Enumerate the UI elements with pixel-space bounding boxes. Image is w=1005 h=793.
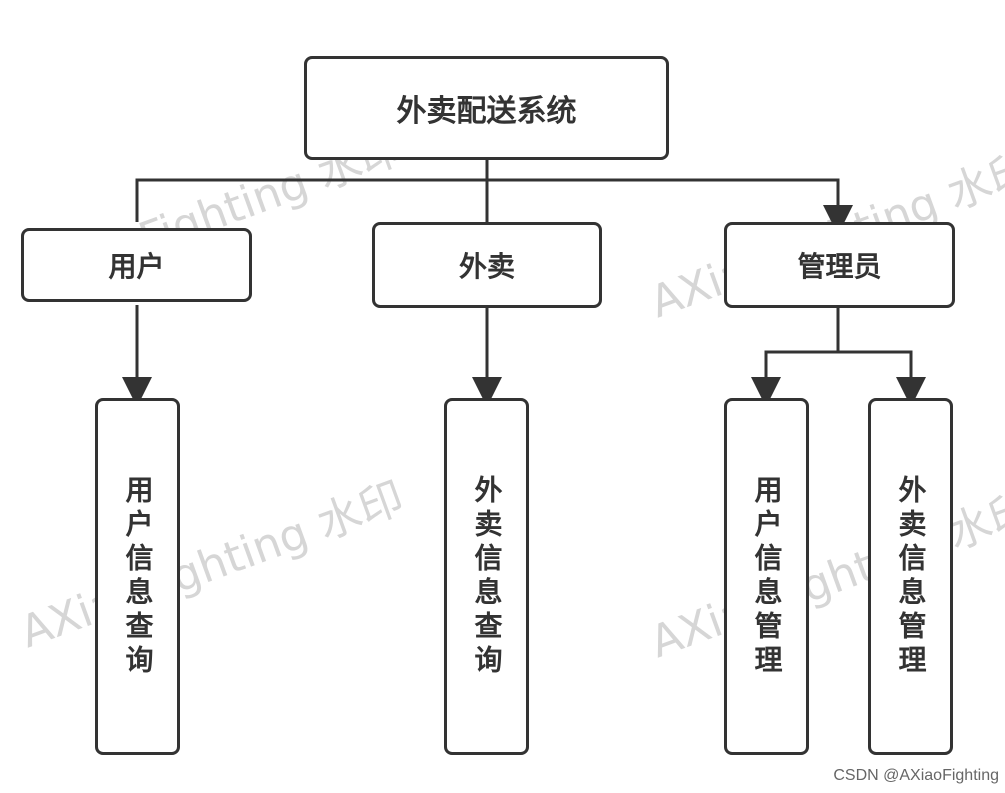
node-user-info-query-label: 用户信息查询: [121, 474, 155, 679]
root-label: 外卖配送系统: [396, 94, 577, 129]
node-user-info-mgmt: 用户信息管理: [724, 398, 809, 755]
node-admin-label: 管理员: [797, 250, 882, 283]
node-takeout-info-query: 外卖信息查询: [444, 398, 529, 755]
node-takeout-info-mgmt: 外卖信息管理: [868, 398, 953, 755]
node-takeout-label: 外卖: [458, 250, 515, 283]
node-user-info-query: 用户信息查询: [95, 398, 180, 755]
node-takeout: 外卖: [372, 222, 602, 308]
node-user-label: 用户: [108, 250, 165, 283]
connector-root-to-user: [135, 178, 487, 222]
footer-credit: CSDN @AXiaoFighting: [833, 767, 999, 784]
node-admin: 管理员: [724, 222, 955, 308]
connector-admin-to-user-mgmt: [751, 350, 838, 407]
node-user-info-mgmt-label: 用户信息管理: [750, 474, 784, 679]
connector-root-to-admin: [487, 178, 853, 235]
root-node: 外卖配送系统: [304, 56, 669, 160]
node-takeout-info-mgmt-label: 外卖信息管理: [894, 474, 928, 679]
connector-admin-to-takeout-mgmt: [838, 350, 926, 407]
node-user: 用户: [21, 228, 252, 302]
node-takeout-info-query-label: 外卖信息查询: [470, 474, 504, 679]
